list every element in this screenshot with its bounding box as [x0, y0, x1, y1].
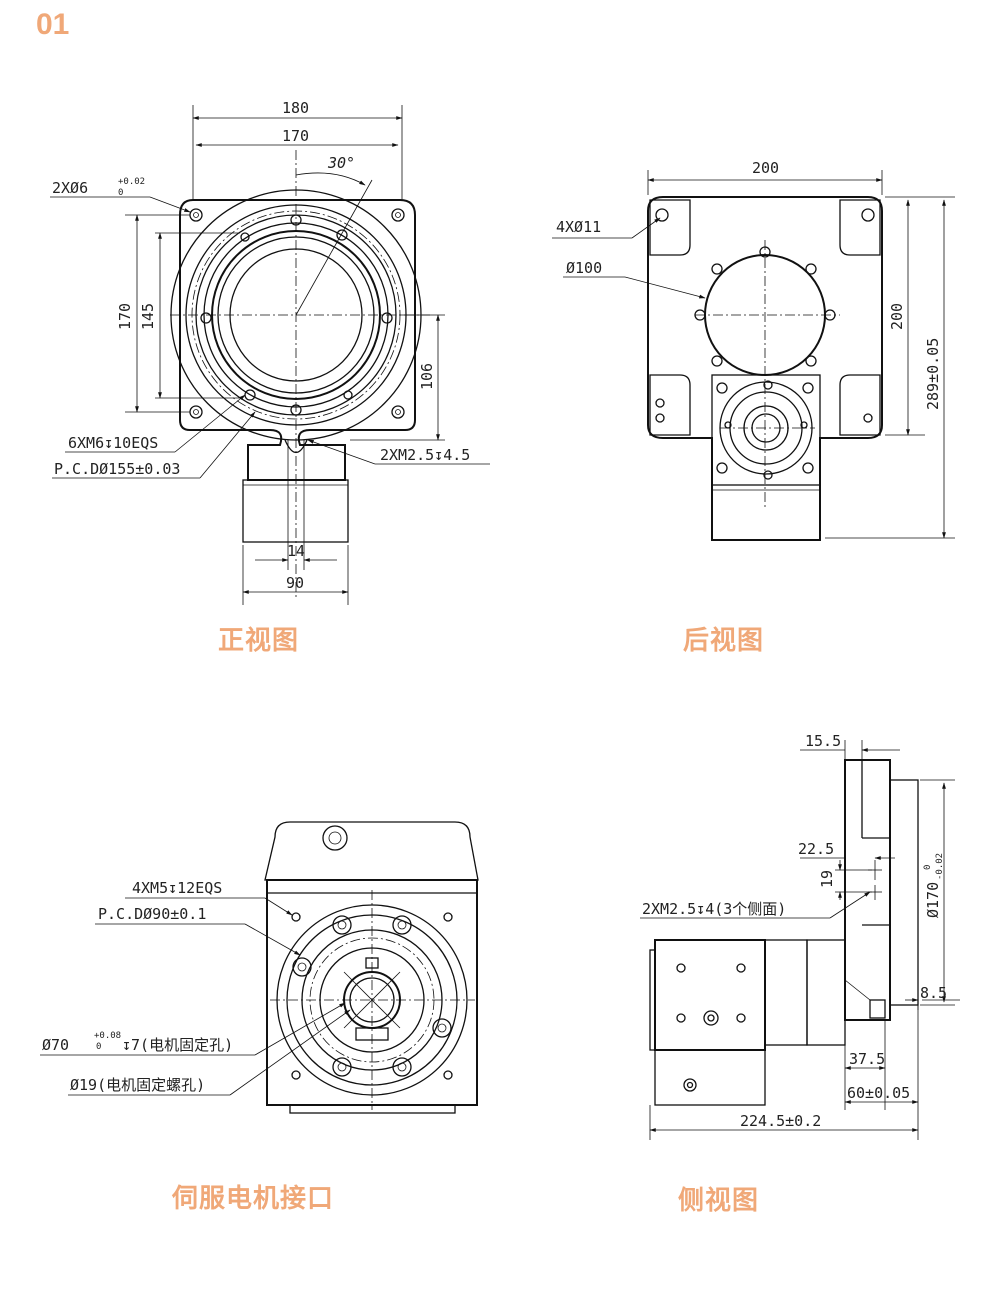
servo-dim-m5: 4XM5↧12EQS — [132, 879, 222, 897]
side-dim-w60: 60±0.05 — [847, 1084, 910, 1102]
front-dim-pcd: P.C.DØ155±0.03 — [54, 460, 180, 478]
front-dim-hole2-tol-dn: 0 — [118, 188, 123, 198]
side-dim-w2245: 224.5±0.2 — [740, 1112, 821, 1130]
side-dim-w85: 8.5 — [920, 984, 947, 1002]
front-dim-hole2-tol-up: +0.02 — [118, 177, 145, 187]
side-dim-m25s: 2XM2.5↧4(3个侧面) — [642, 900, 786, 918]
back-view: 200 200 289±0.05 4XØ11 Ø100 — [552, 159, 955, 541]
front-dim-m6: 6XM6↧10EQS — [68, 434, 158, 452]
side-view: 15.5 22.5 19 2XM2.5↧4(3个侧面) Ø170 0 -0.02… — [640, 732, 960, 1140]
front-view: 180 170 30° 2XØ6 +0.02 0 170 145 106 6XM… — [50, 99, 490, 605]
back-dim-w200: 200 — [752, 159, 779, 177]
servo-dim-d70: Ø70 — [42, 1036, 69, 1054]
front-dim-w90: 90 — [286, 574, 304, 592]
page-number: 01 — [36, 8, 70, 41]
side-dim-d170: Ø170 — [924, 882, 942, 918]
front-dim-170: 170 — [282, 127, 309, 145]
back-view-caption: 后视图 — [683, 626, 765, 656]
servo-view: 4XM5↧12EQS P.C.DØ90±0.1 Ø70 +0.08 0 ↧7(电… — [40, 821, 479, 1114]
servo-dim-d19: Ø19(电机固定螺孔) — [70, 1076, 205, 1094]
side-view-caption: 侧视图 — [678, 1186, 760, 1216]
servo-dim-pcd90: P.C.DØ90±0.1 — [98, 905, 206, 923]
front-dim-h106: 106 — [418, 363, 436, 390]
front-dim-hole2: 2XØ6 — [52, 179, 88, 197]
servo-dim-d70-tol-up: +0.08 — [94, 1031, 121, 1041]
side-dim-w225: 22.5 — [798, 840, 834, 858]
back-dim-h289: 289±0.05 — [924, 338, 942, 410]
front-dim-180: 180 — [282, 99, 309, 117]
servo-view-caption: 伺服电机接口 — [172, 1184, 335, 1214]
side-dim-w155: 15.5 — [805, 732, 841, 750]
servo-dim-d70-depth: ↧7(电机固定孔) — [122, 1036, 233, 1054]
side-dim-h19: 19 — [818, 870, 836, 888]
front-dim-h145: 145 — [139, 303, 157, 330]
back-dim-h200: 200 — [888, 303, 906, 330]
front-dim-angle: 30° — [327, 154, 355, 172]
front-dim-h170: 170 — [116, 303, 134, 330]
side-dim-d170-tol-dn: -0.02 — [935, 853, 945, 880]
front-view-caption: 正视图 — [218, 626, 300, 656]
front-dim-w14: 14 — [287, 542, 305, 560]
servo-dim-d70-tol-dn: 0 — [96, 1042, 101, 1052]
side-dim-w375: 37.5 — [849, 1050, 885, 1068]
front-dim-m25: 2XM2.5↧4.5 — [380, 446, 470, 464]
side-dim-d170-tol-up: 0 — [923, 865, 933, 870]
back-dim-d100: Ø100 — [566, 259, 602, 277]
back-dim-hole11: 4XØ11 — [556, 218, 601, 236]
